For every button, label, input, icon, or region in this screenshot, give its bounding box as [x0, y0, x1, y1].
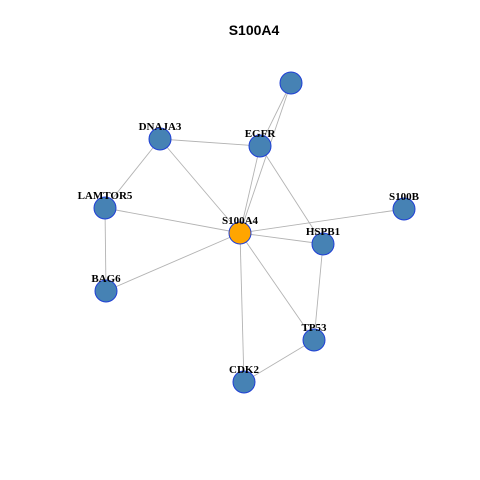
node-hspb1 [311, 232, 335, 256]
edge-s100a4-bag6 [105, 232, 241, 292]
edge-layer [104, 82, 405, 383]
node-lamtor5 [93, 196, 117, 220]
edge-dnaja3-egfr [159, 138, 261, 147]
edge-s100a4-hspb1 [239, 232, 324, 245]
edge-s100a4-egfr [239, 145, 261, 234]
node-label-cdk2: CDK2 [229, 364, 259, 376]
node-s100a4 [228, 221, 252, 245]
edge-hspb1-tp53 [313, 243, 324, 341]
edge-s100a4-top [239, 82, 292, 234]
edge-tp53-cdk2 [243, 339, 315, 383]
node-egfr [248, 134, 272, 158]
edge-s100a4-lamtor5 [104, 207, 241, 234]
node-label-tp53: TP53 [301, 322, 327, 334]
diagram-title: S100A4 [229, 22, 280, 38]
node-layer [93, 71, 416, 394]
node-s100b [392, 197, 416, 221]
edge-top-egfr [259, 82, 292, 147]
node-label-hspb1: HSPB1 [306, 226, 340, 238]
edge-s100a4-dnaja3 [159, 138, 241, 234]
node-label-dnaja3: DNAJA3 [139, 121, 182, 133]
node-label-s100b: S100B [389, 191, 420, 203]
node-bag6 [94, 279, 118, 303]
node-tp53 [302, 328, 326, 352]
node-label-bag6: BAG6 [91, 273, 121, 285]
edge-dnaja3-lamtor5 [104, 138, 161, 209]
edge-s100a4-tp53 [239, 232, 315, 341]
node-label-lamtor5: LAMTOR5 [78, 190, 133, 202]
node-cdk2 [232, 370, 256, 394]
edge-s100a4-s100b [239, 208, 405, 234]
edge-egfr-hspb1 [259, 145, 324, 245]
node-dnaja3 [148, 127, 172, 151]
node-label-egfr: EGFR [245, 128, 277, 140]
node-label-s100a4: S100A4 [222, 215, 259, 227]
edge-lamtor5-bag6 [104, 207, 107, 292]
node-top [279, 71, 303, 95]
edge-s100a4-cdk2 [239, 232, 245, 383]
